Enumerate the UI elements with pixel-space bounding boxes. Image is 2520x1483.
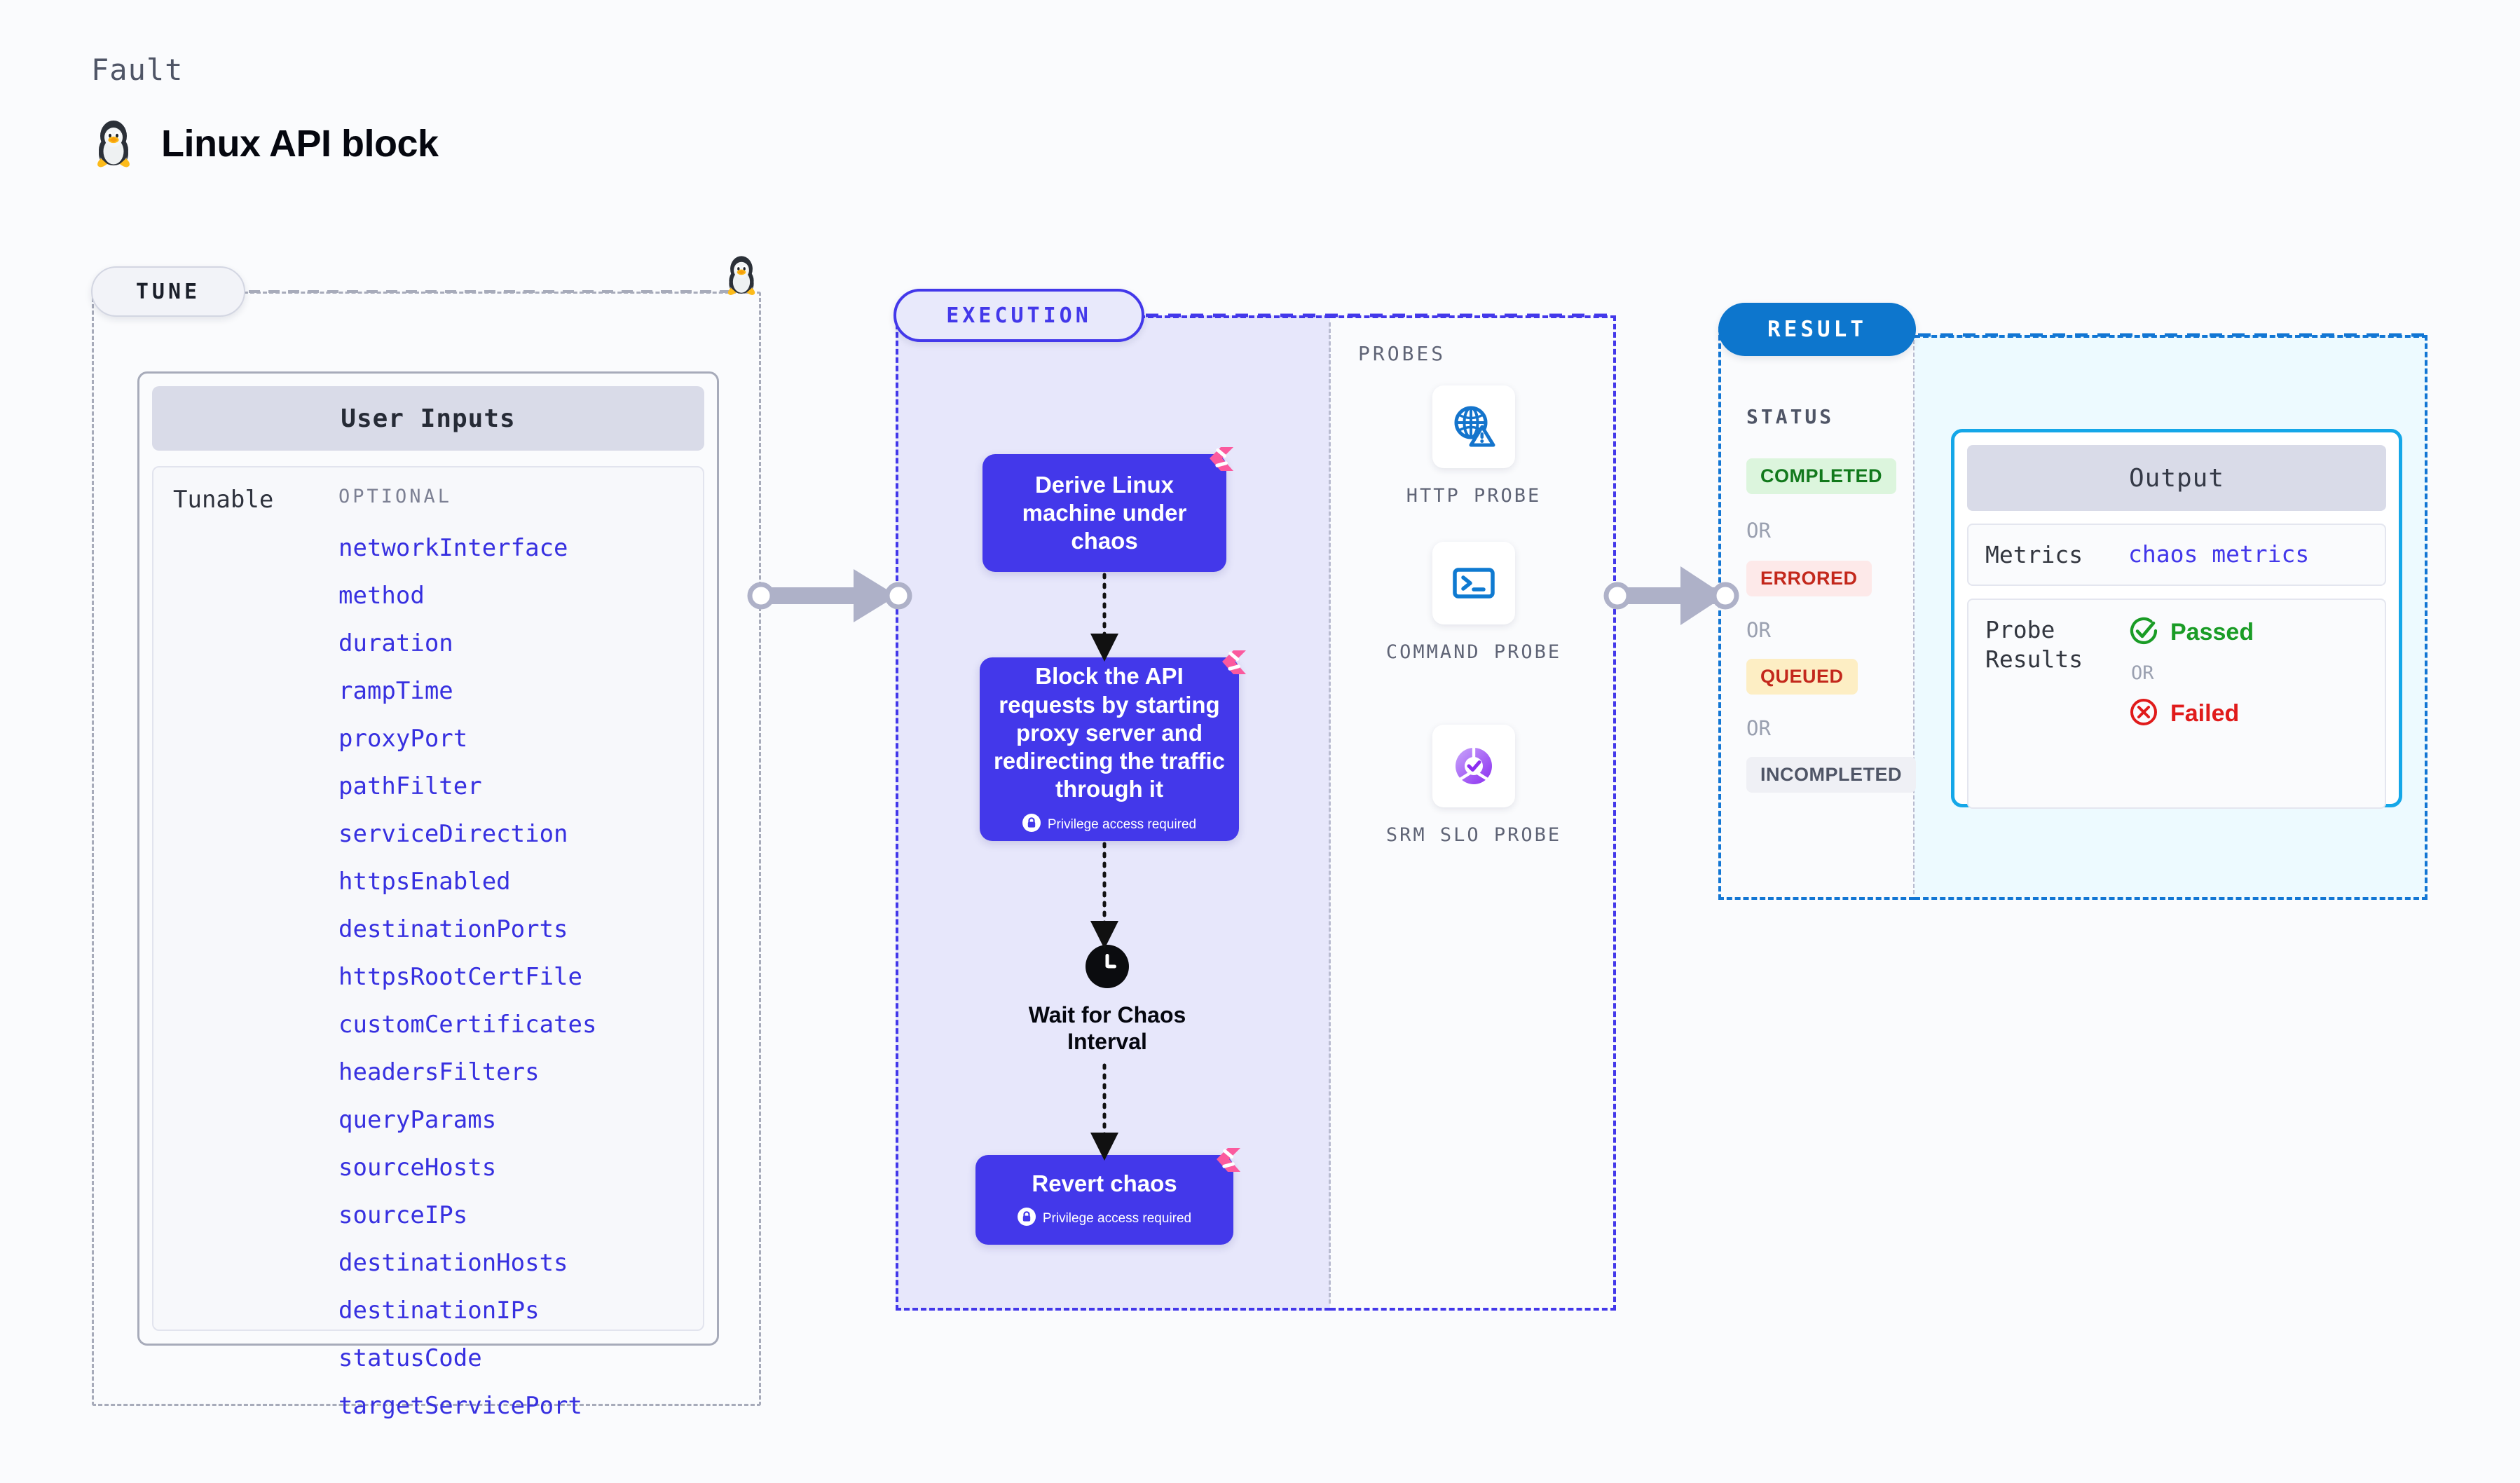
harness-logo-badge-icon — [1205, 443, 1238, 479]
param-item[interactable]: queryParams — [338, 1106, 497, 1134]
param-item[interactable]: sourceHosts — [338, 1154, 497, 1182]
linux-tux-penguin-icon — [91, 118, 136, 170]
arrow-tune-to-execution — [747, 569, 912, 622]
user-inputs-title: User Inputs — [152, 386, 704, 451]
probe-srm-slo[interactable]: SRM SLO PROBE — [1369, 725, 1579, 848]
harness-logo-badge-icon — [1212, 1144, 1245, 1180]
metrics-key: Metrics — [1985, 541, 2083, 568]
status-badge-errored: ERRORED — [1746, 561, 1872, 596]
param-item[interactable]: proxyPort — [338, 725, 468, 753]
node-title: Block the API requests by starting proxy… — [993, 663, 1226, 802]
execution-node-block-api[interactable]: Block the API requests by starting proxy… — [980, 650, 1246, 841]
param-item[interactable]: statusCode — [338, 1344, 482, 1372]
x-circle-icon — [2128, 697, 2159, 731]
param-item[interactable]: duration — [338, 629, 453, 657]
tunable-section: Tunable OPTIONAL networkInterface method… — [152, 466, 704, 1420]
status-title: STATUS — [1746, 405, 1835, 428]
linux-tux-penguin-edge-icon — [722, 254, 761, 301]
tune-section-pill[interactable]: TUNE — [91, 266, 245, 317]
privilege-text: Privilege access required — [1047, 816, 1197, 832]
passed-label: Passed — [2170, 619, 2254, 646]
param-item[interactable]: rampTime — [338, 677, 453, 705]
or-separator: OR — [1746, 716, 1771, 740]
node-title: Revert chaos — [1032, 1170, 1177, 1196]
status-badge-incompleted: INCOMPLETED — [1746, 757, 1917, 793]
param-item[interactable]: httpsRootCertFile — [338, 963, 582, 991]
param-item[interactable]: targetServicePort — [338, 1392, 582, 1420]
output-row-metrics: Metrics chaos metrics — [1967, 524, 2386, 587]
result-divider — [1913, 334, 1915, 894]
globe-warning-icon — [1432, 385, 1515, 468]
failed-label: Failed — [2170, 700, 2240, 727]
param-item[interactable]: destinationIPs — [338, 1297, 540, 1325]
fault-eyebrow-label: Fault — [91, 53, 184, 87]
privilege-text: Privilege access required — [1042, 1211, 1192, 1226]
optional-label: OPTIONAL — [338, 486, 453, 507]
probes-region-boundary — [1330, 315, 1616, 1311]
execution-node-derive[interactable]: Derive Linux machine under chaos — [982, 447, 1233, 572]
lock-icon — [1017, 1208, 1036, 1230]
probes-title: PROBES — [1358, 342, 1446, 365]
param-item[interactable]: serviceDirection — [338, 820, 568, 848]
param-item[interactable]: httpsEnabled — [338, 868, 511, 896]
node-title: Derive Linux machine under chaos — [1022, 471, 1187, 554]
optional-params-column: OPTIONAL networkInterface method duratio… — [338, 486, 693, 1420]
arrow-execution-to-result — [1603, 566, 1739, 625]
param-item[interactable]: destinationPorts — [338, 915, 568, 943]
param-item[interactable]: headersFilters — [338, 1058, 540, 1086]
probes-divider — [1329, 322, 1331, 1304]
harness-logo-badge-icon — [1218, 646, 1250, 682]
or-separator: OR — [1746, 618, 1771, 642]
probe-results-key: Probe Results — [1985, 616, 2083, 673]
param-item[interactable]: pathFilter — [338, 772, 482, 800]
param-item[interactable]: destinationHosts — [338, 1249, 568, 1277]
param-item[interactable]: customCertificates — [338, 1011, 597, 1039]
node-title: Wait for Chaos Interval — [1028, 1002, 1186, 1055]
page-title-row: Linux API block — [91, 118, 439, 170]
probe-label: SRM SLO PROBE — [1385, 824, 1562, 846]
result-status-region-boundary — [1718, 327, 1915, 900]
execution-section-pill[interactable]: EXECUTION — [893, 289, 1144, 342]
output-card: Output Metrics chaos metrics Probe Resul… — [1951, 429, 2402, 809]
terminal-icon — [1432, 542, 1515, 624]
status-badge-completed: COMPLETED — [1746, 458, 1897, 494]
privilege-notice: Privilege access required — [1017, 1208, 1192, 1230]
param-item[interactable]: method — [338, 582, 425, 610]
param-item[interactable]: sourceIPs — [338, 1201, 468, 1229]
probe-result-failed: Failed — [2128, 697, 2254, 731]
slo-donut-check-icon — [1432, 725, 1515, 807]
probe-results-values: Passed OR Failed — [2128, 615, 2254, 792]
clock-icon — [1086, 945, 1129, 992]
lock-icon — [1022, 813, 1041, 836]
execution-node-revert-chaos[interactable]: Revert chaos Privilege access required — [975, 1148, 1240, 1245]
output-title: Output — [1967, 445, 2386, 511]
result-section-pill[interactable]: RESULT — [1718, 303, 1916, 356]
param-item[interactable]: networkInterface — [338, 534, 568, 562]
tunable-label: Tunable — [173, 486, 274, 514]
status-badge-queued: QUEUED — [1746, 659, 1858, 695]
probe-label: HTTP PROBE — [1406, 485, 1542, 507]
output-row-probe-results: Probe Results Passed OR — [1967, 599, 2386, 809]
privilege-notice: Privilege access required — [1022, 813, 1197, 836]
or-separator: OR — [1746, 519, 1771, 542]
execution-node-wait-interval[interactable]: Wait for Chaos Interval — [1002, 945, 1212, 1055]
metrics-value[interactable]: chaos metrics — [2128, 540, 2310, 568]
check-circle-icon — [2128, 615, 2159, 650]
page-title: Linux API block — [161, 123, 439, 165]
probe-label: COMMAND PROBE — [1385, 641, 1562, 663]
probe-http[interactable]: HTTP PROBE — [1369, 385, 1579, 509]
or-separator: OR — [2131, 662, 2154, 685]
user-inputs-card: User Inputs Tunable OPTIONAL networkInte… — [137, 371, 719, 1420]
probe-result-passed: Passed — [2128, 615, 2254, 650]
probe-command[interactable]: COMMAND PROBE — [1369, 542, 1579, 665]
